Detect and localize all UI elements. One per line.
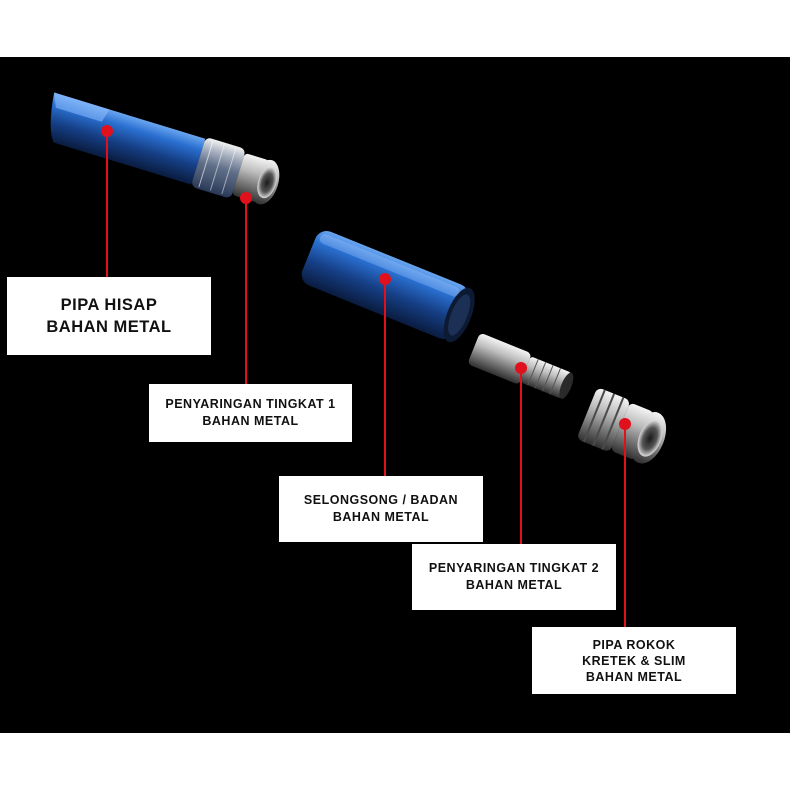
pointer-dot-4 bbox=[515, 362, 527, 374]
label-line: PIPA HISAP bbox=[60, 296, 158, 314]
label-body-sleeve: SELONGSONG / BADAN BAHAN METAL bbox=[279, 476, 483, 542]
pointer-lines bbox=[106, 131, 626, 627]
label-line: SELONGSONG / BADAN bbox=[303, 493, 459, 507]
pointer-dot-5 bbox=[619, 418, 631, 430]
pointer-dot-3 bbox=[379, 273, 391, 285]
label-line: BAHAN METAL bbox=[465, 578, 563, 592]
label-filter-stage-2: PENYARINGAN TINGKAT 2 BAHAN METAL bbox=[412, 544, 616, 610]
label-mouthpiece: PIPA HISAP BAHAN METAL bbox=[7, 277, 211, 355]
label-line: KRETEK & SLIM bbox=[582, 653, 686, 668]
background-panel bbox=[0, 57, 790, 733]
label-line: PENYARINGAN TINGKAT 2 bbox=[428, 561, 600, 575]
label-line: BAHAN METAL bbox=[585, 669, 683, 684]
label-filter-stage-1: PENYARINGAN TINGKAT 1 BAHAN METAL bbox=[149, 384, 352, 442]
filter-stage-2-part bbox=[468, 334, 574, 399]
mouthpiece-part bbox=[50, 92, 280, 205]
pointer-dot-2 bbox=[240, 192, 252, 204]
label-line: BAHAN METAL bbox=[332, 510, 430, 524]
label-line: BAHAN METAL bbox=[46, 318, 172, 336]
pointer-dot-1 bbox=[101, 125, 113, 137]
label-line: PENYARINGAN TINGKAT 1 bbox=[165, 397, 336, 411]
pointer-dots bbox=[101, 125, 631, 430]
label-line: PIPA ROKOK bbox=[592, 637, 676, 652]
kretek-holder-part bbox=[578, 388, 667, 464]
label-line: BAHAN METAL bbox=[202, 414, 299, 428]
label-kretek-holder: PIPA ROKOK KRETEK & SLIM BAHAN METAL bbox=[532, 627, 736, 694]
